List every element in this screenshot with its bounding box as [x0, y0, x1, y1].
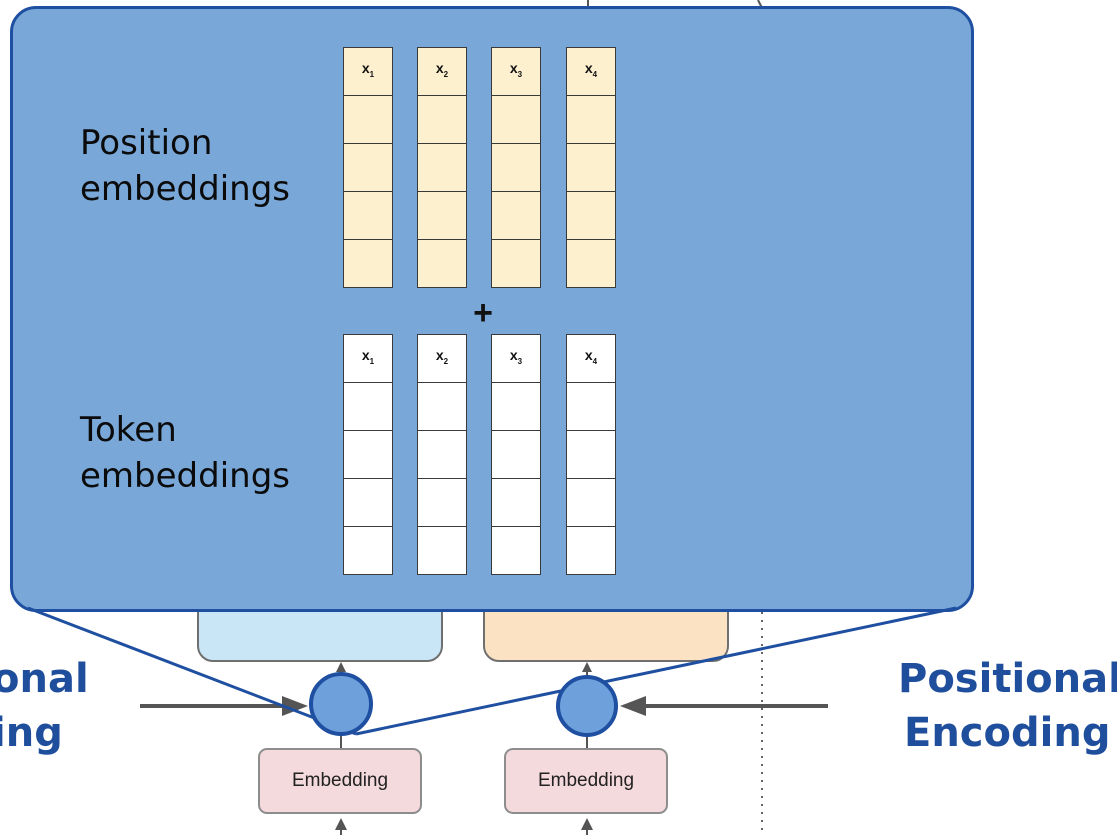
vector-cell — [491, 95, 541, 144]
vector-cell — [343, 526, 393, 575]
token-vector-label: x1 — [361, 347, 375, 366]
vector-cell — [343, 382, 393, 431]
position-vector-label: x1 — [361, 60, 375, 79]
vector-cell — [491, 430, 541, 479]
vector-cell — [417, 95, 467, 144]
vector-cell — [566, 143, 616, 192]
add-circle-left — [309, 672, 373, 736]
vector-cell — [417, 143, 467, 192]
positional-encoding-label-left-line2: ing — [0, 710, 63, 756]
positional-encoding-label-right-line1: Positional — [898, 656, 1117, 702]
vector-cell — [566, 382, 616, 431]
token-vector-header: x2 — [417, 334, 467, 383]
position-vector-x3: x3 — [491, 47, 541, 288]
plus-operator: + — [473, 294, 493, 332]
positional-encoding-label-right-line2: Encoding — [904, 710, 1111, 756]
add-circle-right — [556, 675, 618, 737]
vector-cell — [343, 95, 393, 144]
vector-cell — [417, 526, 467, 575]
position-vector-header: x1 — [343, 47, 393, 96]
vector-cell — [343, 191, 393, 240]
vector-cell — [566, 526, 616, 575]
vector-cell — [343, 478, 393, 527]
vector-cell — [566, 239, 616, 288]
pe-arrowhead-right — [620, 696, 646, 716]
position-vector-header: x2 — [417, 47, 467, 96]
vector-cell — [491, 239, 541, 288]
vector-cell — [343, 239, 393, 288]
token-vector-label: x3 — [509, 347, 523, 366]
vector-cell — [566, 430, 616, 479]
vector-cell — [566, 191, 616, 240]
token-embeddings-label: Token embeddings — [80, 410, 290, 496]
embedding-box-right: Embedding — [504, 748, 668, 814]
token-vector-label: x2 — [435, 347, 449, 366]
token-vector-x3: x3 — [491, 334, 541, 575]
position-embeddings-label: Position embeddings — [80, 123, 290, 209]
zoom-line-right — [355, 606, 957, 736]
vector-cell — [417, 191, 467, 240]
vector-cell — [417, 430, 467, 479]
position-vector-label: x3 — [509, 60, 523, 79]
token-vector-header: x1 — [343, 334, 393, 383]
position-vector-header: x3 — [491, 47, 541, 96]
arrowhead-up-left — [336, 662, 346, 672]
embedding-box-left: Embedding — [258, 748, 422, 814]
token-vector-header: x3 — [491, 334, 541, 383]
token-vector-header: x4 — [566, 334, 616, 383]
vector-cell — [417, 239, 467, 288]
vector-cell — [343, 430, 393, 479]
vector-cell — [343, 143, 393, 192]
pe-arrowhead-left — [282, 696, 308, 716]
vector-cell — [491, 382, 541, 431]
position-vector-x1: x1 — [343, 47, 393, 288]
input-arrowhead-left — [335, 818, 347, 830]
position-vector-label: x2 — [435, 60, 449, 79]
vector-cell — [566, 95, 616, 144]
token-vector-x2: x2 — [417, 334, 467, 575]
vector-cell — [566, 478, 616, 527]
arrowhead-up-right — [582, 662, 592, 672]
token-vector-label: x4 — [584, 347, 598, 366]
vector-cell — [491, 478, 541, 527]
vector-cell — [417, 478, 467, 527]
token-vector-x1: x1 — [343, 334, 393, 575]
vector-cell — [417, 382, 467, 431]
vector-cell — [491, 143, 541, 192]
zoom-line-left — [27, 606, 357, 736]
input-arrowhead-right — [581, 818, 593, 830]
token-vector-x4: x4 — [566, 334, 616, 575]
position-vector-header: x4 — [566, 47, 616, 96]
positional-encoding-label-left-line1: onal — [0, 656, 89, 702]
vector-cell — [491, 526, 541, 575]
vector-cell — [491, 191, 541, 240]
position-vector-x4: x4 — [566, 47, 616, 288]
position-vector-label: x4 — [584, 60, 598, 79]
position-vector-x2: x2 — [417, 47, 467, 288]
